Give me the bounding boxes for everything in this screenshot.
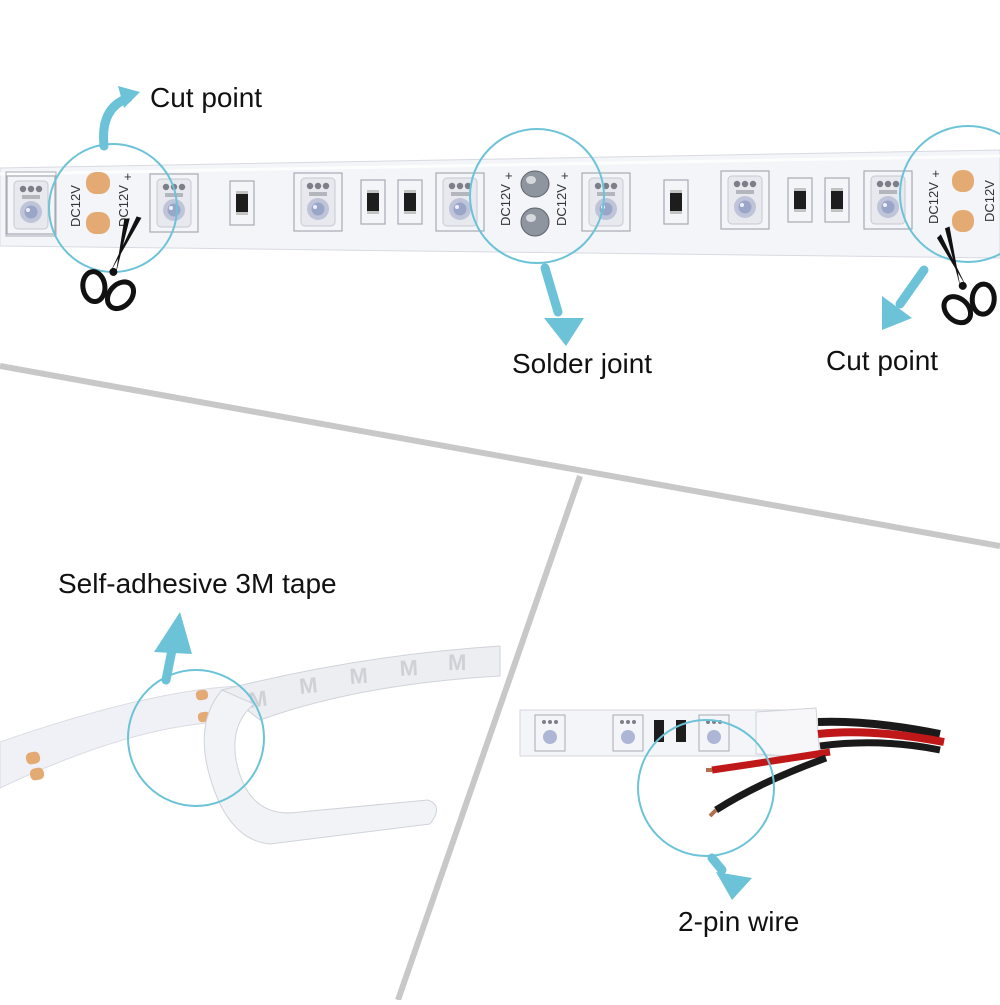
svg-text:M: M	[247, 686, 269, 713]
solder-segment: DC12V + DC12V +	[498, 168, 631, 237]
right-cut-segment: DC12V + DC12V	[926, 166, 997, 232]
tape-detail: M M M M M	[0, 645, 501, 845]
arrow-icon	[99, 86, 140, 151]
copper-pad	[952, 170, 974, 192]
arrow-icon	[540, 263, 584, 346]
label-cut-point-left: Cut point	[150, 82, 263, 113]
wire-detail	[519, 707, 945, 857]
label-tape: Self-adhesive 3M tape	[58, 568, 337, 599]
voltage-mark-mid-a: DC12V	[498, 184, 513, 226]
svg-text:M: M	[448, 650, 466, 675]
label-cut-point-right: Cut point	[826, 345, 939, 376]
voltage-mark-right-b: DC12V	[982, 180, 997, 222]
left-cut-segment: DC12V DC12V +	[5, 169, 199, 237]
arrow-icon	[882, 265, 929, 330]
right-cut-callout-circle	[899, 125, 1000, 263]
copper-pad	[86, 172, 110, 194]
tape-callout-circle	[127, 669, 265, 807]
plus-mark: +	[505, 168, 513, 183]
svg-text:M: M	[349, 663, 369, 689]
voltage-mark-left-a: DC12V	[68, 185, 83, 227]
plus-mark: +	[561, 168, 569, 183]
copper-pad	[952, 210, 974, 232]
wire-callout-circle	[637, 719, 775, 857]
voltage-mark-mid-b: DC12V	[554, 184, 569, 226]
voltage-mark-right-a: DC12V	[926, 182, 941, 224]
voltage-mark-left-b: DC12V	[116, 185, 131, 227]
panel-divider	[0, 363, 1000, 549]
label-solder-joint: Solder joint	[512, 348, 653, 379]
svg-text:M: M	[298, 672, 319, 699]
arrow-icon	[154, 612, 192, 685]
svg-text:M: M	[399, 655, 419, 681]
plus-mark: +	[124, 169, 132, 184]
arrow-icon	[707, 853, 752, 900]
panel-divider	[395, 475, 583, 1001]
copper-pad	[86, 212, 110, 234]
plus-mark: +	[932, 166, 940, 181]
label-wire: 2-pin wire	[678, 906, 800, 937]
solder-callout-circle	[469, 128, 605, 264]
